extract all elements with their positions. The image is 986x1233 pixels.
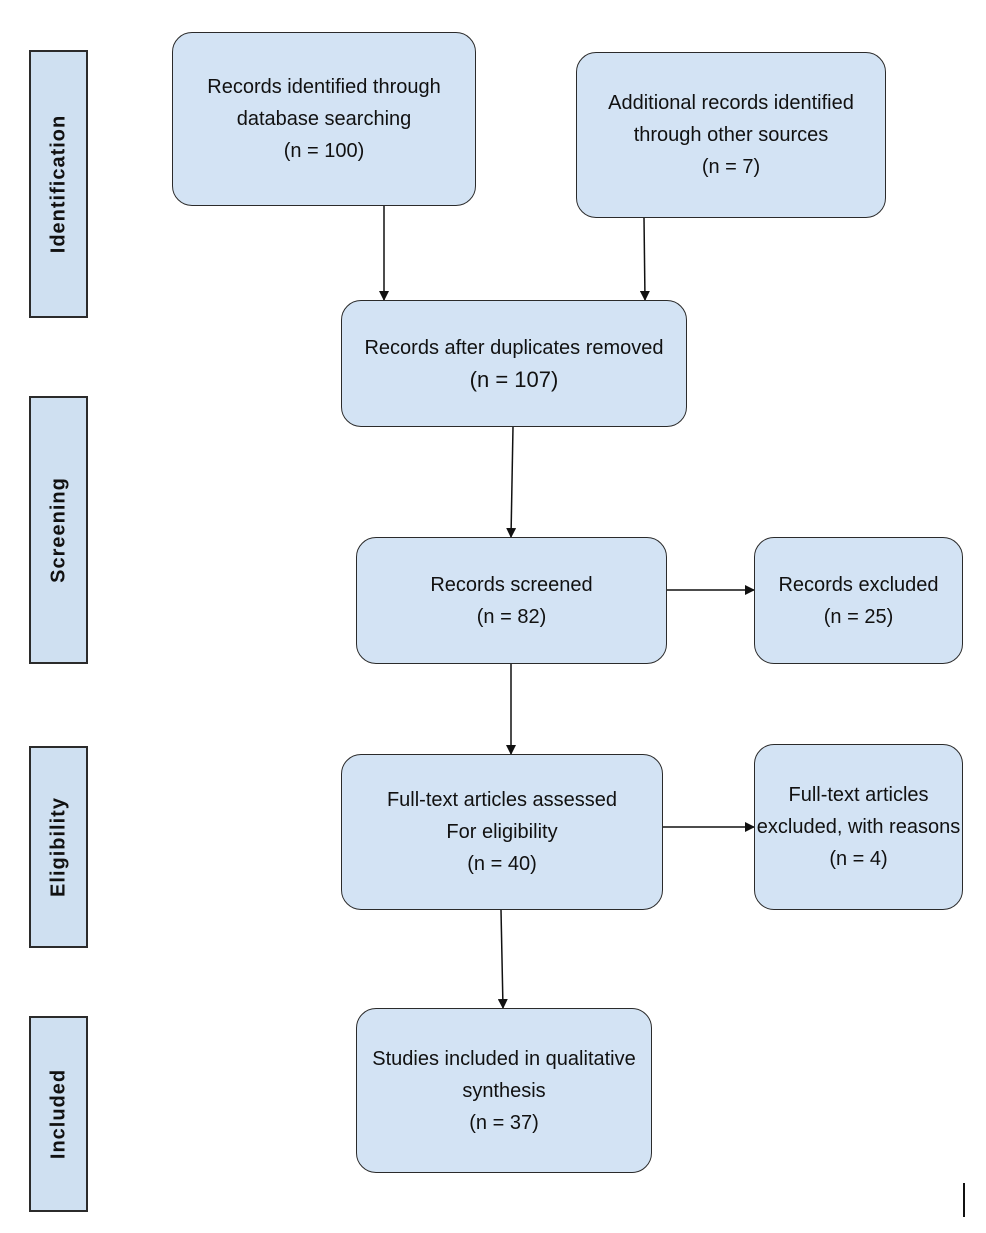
box-fulltext-excluded-count: (n = 4) (829, 848, 888, 870)
arrow-duplicates-to-screened (506, 426, 517, 538)
box-fulltext-assessed: Full-text articles assessed For eligibil… (341, 754, 663, 910)
box-included-count: (n = 37) (469, 1111, 539, 1134)
box-included-line2: synthesis (462, 1079, 546, 1102)
box-included-line1: Studies included in qualitative (372, 1047, 636, 1070)
box-database-count: (n = 100) (283, 140, 365, 162)
box-fulltext-excluded-line2: excluded, with reasons (756, 816, 961, 838)
box-fulltext-excluded-line1: Full-text articles (788, 784, 929, 806)
box-fulltext-line2: For eligibility (446, 821, 558, 843)
box-records-screened: Records screened (n = 82) (356, 537, 667, 664)
box-duplicates-line1: Records after duplicates removed (364, 336, 664, 359)
box-excluded-line1: Records excluded (778, 573, 939, 596)
arrow-other-to-duplicates (639, 217, 650, 301)
box-other-count: (n = 7) (701, 156, 761, 178)
text-cursor-mark (963, 1183, 965, 1217)
box-duplicates-removed: Records after duplicates removed (n = 10… (341, 300, 687, 427)
box-excluded-count: (n = 25) (823, 605, 894, 628)
box-records-excluded: Records excluded (n = 25) (754, 537, 963, 664)
box-database-line2: database searching (236, 108, 412, 130)
box-fulltext-line1: Full-text articles assessed (386, 789, 618, 811)
box-other-sources: Additional records identified through ot… (576, 52, 886, 218)
box-other-line2: through other sources (633, 124, 829, 146)
phase-eligibility: Eligibility (29, 746, 88, 948)
phase-identification: Identification (29, 50, 88, 318)
box-duplicates-count: (n = 107) (469, 366, 559, 392)
box-fulltext-count: (n = 40) (467, 853, 537, 875)
phase-included: Included (29, 1016, 88, 1212)
arrow-fulltext-to-included (497, 909, 508, 1009)
box-studies-included: Studies included in qualitative synthesi… (356, 1008, 652, 1173)
box-screened-line1: Records screened (430, 573, 593, 596)
phase-screening: Screening (29, 396, 88, 664)
box-database-line1: Records identified through (207, 76, 441, 98)
box-fulltext-excluded: Full-text articles excluded, with reason… (754, 744, 963, 910)
box-other-line1: Additional records identified (608, 92, 854, 114)
box-database-records: Records identified through database sear… (172, 32, 476, 206)
box-screened-count: (n = 82) (476, 605, 547, 628)
